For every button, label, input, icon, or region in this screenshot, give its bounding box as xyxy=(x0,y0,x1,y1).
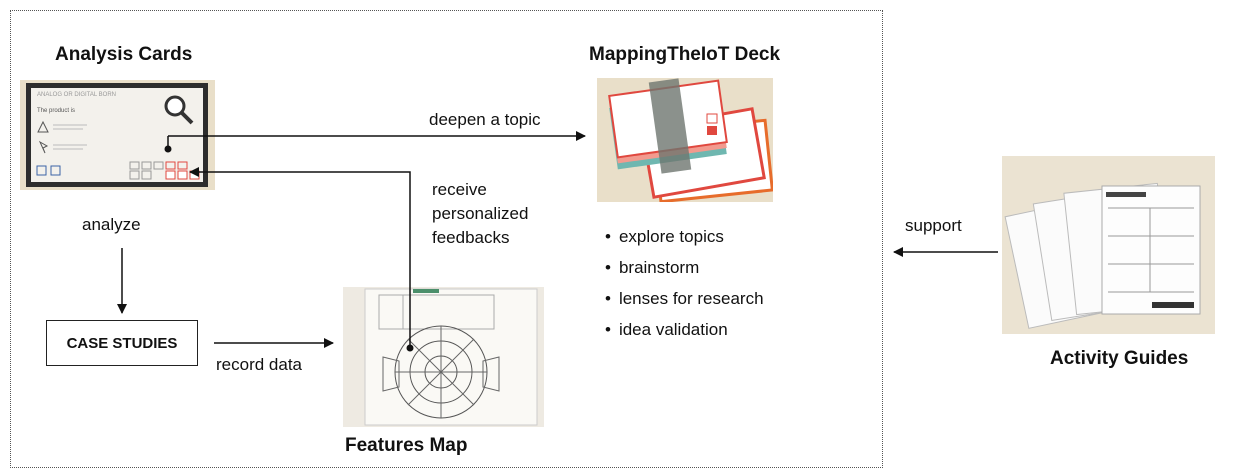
list-item: idea validation xyxy=(605,314,764,345)
case-studies-label: CASE STUDIES xyxy=(66,334,178,352)
features-wheel-illustration xyxy=(364,288,538,426)
magnifier-icon xyxy=(164,95,194,125)
list-item: explore topics xyxy=(605,221,764,252)
analysis-cards-title: Analysis Cards xyxy=(55,44,193,65)
card-deck-illustration xyxy=(608,78,773,202)
deck-title: MappingTheIoT Deck xyxy=(589,44,781,65)
record-data-label: record data xyxy=(216,355,302,374)
features-map-title: Features Map xyxy=(345,435,468,456)
list-item: lenses for research xyxy=(605,283,764,314)
option-icons xyxy=(37,120,87,154)
analyze-label: analyze xyxy=(82,215,141,234)
deepen-topic-label: deepen a topic xyxy=(429,110,541,129)
feedback-label-line2: personalized xyxy=(432,204,529,223)
card-header-text: ANALOG OR DIGITAL BORN xyxy=(37,92,117,98)
system-boundary xyxy=(10,10,883,468)
guide-sheets-illustration xyxy=(1004,182,1201,329)
activity-guides-title: Activity Guides xyxy=(1050,348,1189,369)
activity-guides-photo xyxy=(1002,156,1215,334)
feedback-arrow xyxy=(189,167,414,352)
deepen-topic-arrow xyxy=(164,131,586,153)
features-map-photo xyxy=(343,287,544,427)
feedback-label-line3: feedbacks xyxy=(432,228,510,247)
feedback-label-line1: receive xyxy=(432,180,487,199)
card-product-text: The product is xyxy=(37,108,76,114)
card-face: ANALOG OR DIGITAL BORN The product is xyxy=(31,88,203,182)
case-studies-box: CASE STUDIES xyxy=(46,320,198,366)
deck-photo xyxy=(597,78,773,202)
support-label: support xyxy=(905,216,962,235)
list-item: brainstorm xyxy=(605,252,764,283)
analysis-card-photo: ANALOG OR DIGITAL BORN The product is xyxy=(20,80,215,190)
deck-uses-list: explore topics brainstorm lenses for res… xyxy=(605,221,764,345)
